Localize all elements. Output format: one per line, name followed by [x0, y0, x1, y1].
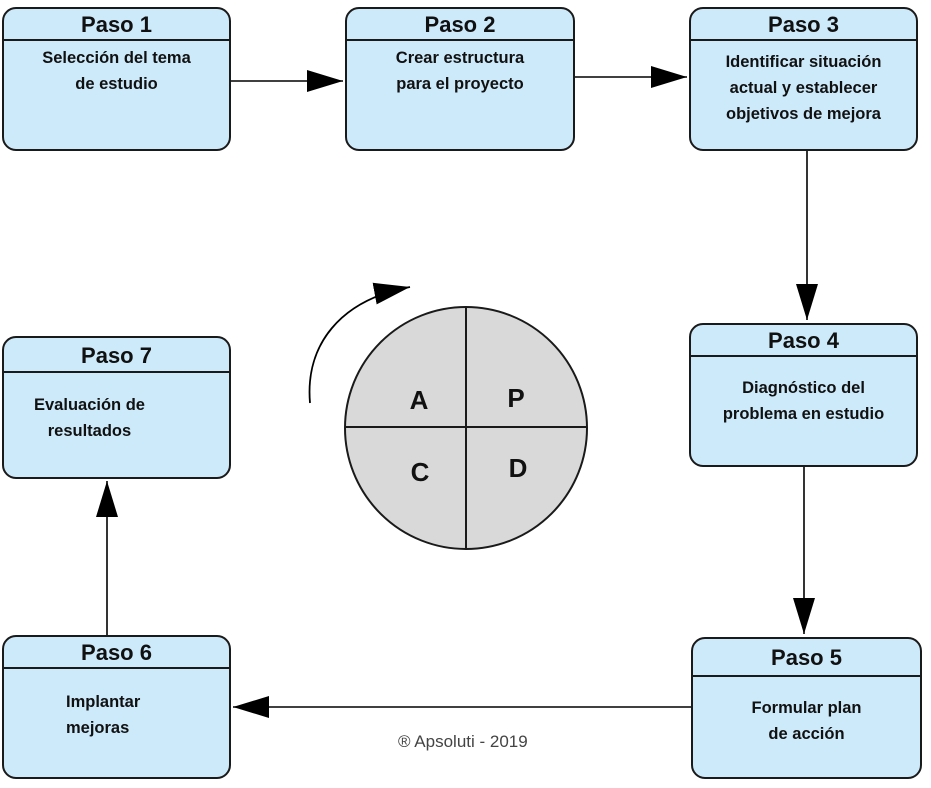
- step-3-box: Paso 3 Identificar situación actual y es…: [689, 7, 918, 151]
- pdca-quadrant-p: P: [507, 383, 524, 413]
- step-3-title: Paso 3: [691, 9, 916, 41]
- pdca-quadrant-c: C: [411, 457, 430, 487]
- step-4-title: Paso 4: [691, 325, 916, 357]
- step-2-box: Paso 2 Crear estructura para el proyecto: [345, 7, 575, 151]
- step-6-box: Paso 6 Implantar mejoras: [2, 635, 231, 779]
- rotation-arrow: [308, 282, 411, 404]
- step-1-text: Selección del tema de estudio: [42, 49, 191, 93]
- step-7-text: Evaluación de resultados: [34, 396, 145, 440]
- step-5-text: Formular plan de acción: [751, 699, 862, 743]
- step-2-title: Paso 2: [347, 9, 573, 41]
- step-1-box: Paso 1 Selección del tema de estudio: [2, 7, 231, 151]
- step-4-text: Diagnóstico del problema en estudio: [722, 379, 885, 423]
- step-1-title: Paso 1: [4, 9, 229, 41]
- pdca-circle: A P C D: [344, 306, 588, 550]
- step-4-box: Paso 4 Diagnóstico del problema en estud…: [689, 323, 918, 467]
- step-5-title: Paso 5: [693, 639, 920, 677]
- step-7-box: Paso 7 Evaluación de resultados: [2, 336, 231, 479]
- step-7-title: Paso 7: [4, 338, 229, 373]
- copyright-credit: ® Apsoluti - 2019: [398, 732, 528, 751]
- pdca-quadrant-a: A: [410, 385, 429, 415]
- step-5-box: Paso 5 Formular plan de acción: [691, 637, 922, 779]
- step-6-title: Paso 6: [4, 637, 229, 669]
- step-3-text: Identificar situación actual y establece…: [725, 53, 882, 123]
- step-6-text: Implantar mejoras: [66, 693, 141, 737]
- pdca-quadrant-d: D: [509, 453, 528, 483]
- step-2-text: Crear estructura para el proyecto: [395, 49, 525, 93]
